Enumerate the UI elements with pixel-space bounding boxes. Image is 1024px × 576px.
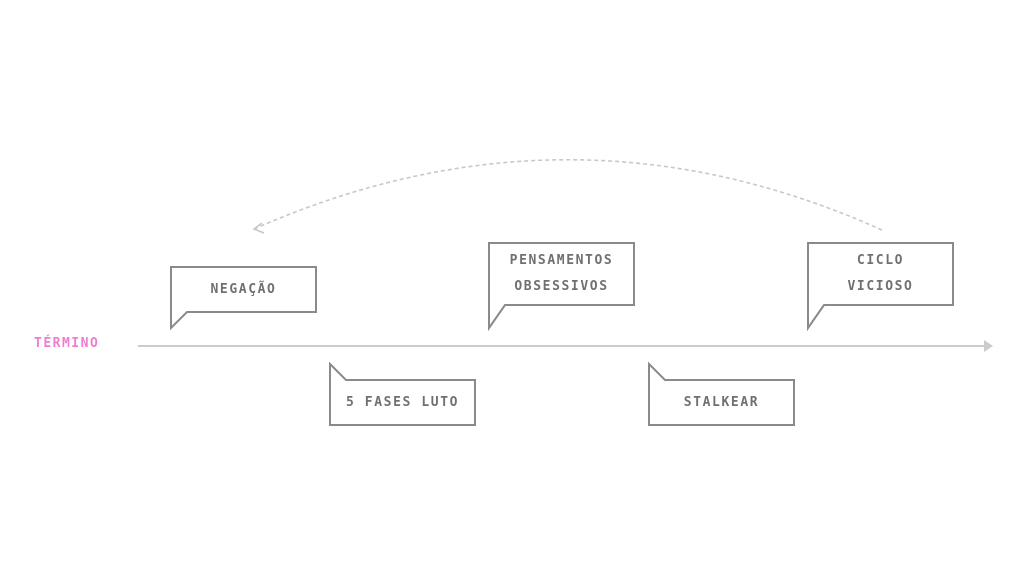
timeline-arrowhead <box>984 340 993 352</box>
callout-5-fases-luto-text: 5 FASES LUTO <box>345 394 460 410</box>
callout-stalkear-text: STALKEAR <box>683 394 760 410</box>
callout-box-negacao <box>170 266 317 331</box>
callout-negacao: NEGAÇÃO <box>171 267 316 312</box>
callout-pensamentos-line-2: OBSESSIVOS <box>514 279 609 294</box>
callout-ciclo-line-1: CICLO <box>856 253 905 268</box>
callout-box-5-fases-luto <box>329 361 476 426</box>
callout-box-ciclo-vicioso <box>807 242 954 332</box>
loop-back-arrowhead <box>252 222 265 234</box>
callout-pensamentos-line-1: PENSAMENTOS <box>509 253 614 268</box>
callout-ciclo-vicioso: CICLO VICIOSO <box>808 243 953 305</box>
callout-negacao-text: NEGAÇÃO <box>210 281 277 297</box>
callout-stalkear: STALKEAR <box>649 380 794 425</box>
start-label: TÉRMINO <box>34 336 100 351</box>
callout-box-stalkear <box>648 361 795 426</box>
callout-pensamentos-obsessivos: PENSAMENTOS OBSESSIVOS <box>489 243 634 305</box>
loop-back-arrow <box>253 158 883 231</box>
callout-ciclo-line-2: VICIOSO <box>847 279 914 294</box>
callout-5-fases-luto: 5 FASES LUTO <box>330 380 475 425</box>
callout-box-pensamentos-obsessivos <box>488 242 635 332</box>
